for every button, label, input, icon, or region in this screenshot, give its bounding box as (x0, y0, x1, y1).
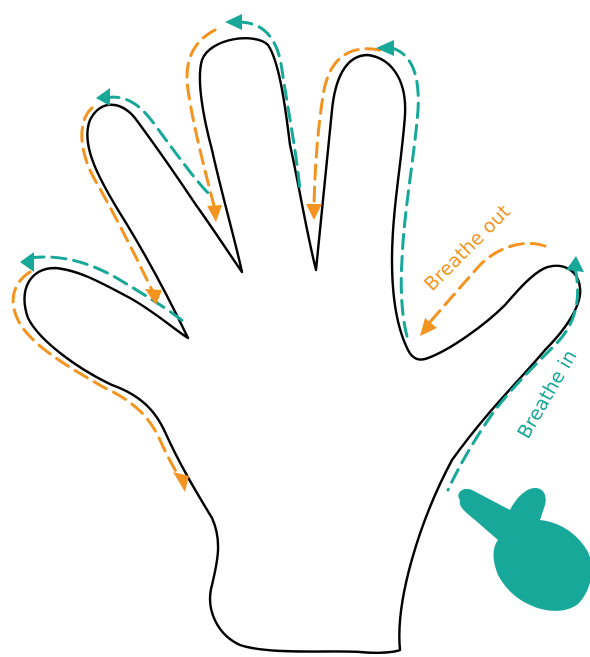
breathe-out-arrowhead-2 (145, 289, 162, 305)
breathe-in-arrowhead-4 (376, 40, 394, 56)
breathe-in-arrowhead-2 (96, 88, 110, 106)
breathe-out-arrowhead-5 (420, 318, 437, 336)
breathe-in-arrowhead-5 (566, 256, 584, 272)
breathe-out-arrowhead-3 (207, 205, 222, 222)
pointing-hand-icon (458, 488, 590, 611)
breathe-in-arrowhead-3 (225, 14, 242, 30)
breathe-out-arrowhead-4 (306, 204, 322, 220)
breathe-in-arrowhead-1 (20, 252, 34, 272)
